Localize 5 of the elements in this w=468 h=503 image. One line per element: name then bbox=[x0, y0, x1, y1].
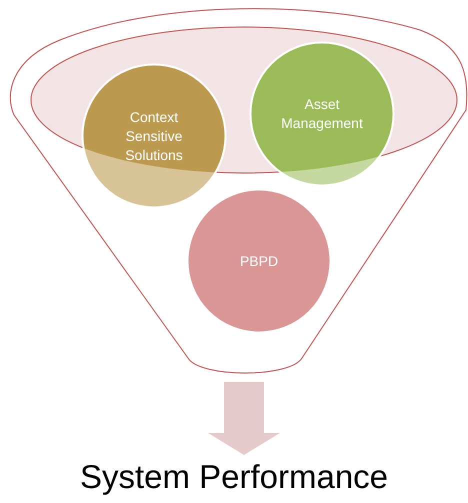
block-arrow bbox=[208, 382, 280, 455]
circle-label: Context Sensitive Solutions bbox=[124, 108, 184, 164]
circle-label: Asset Management bbox=[280, 95, 364, 133]
output-label: System Performance bbox=[80, 457, 388, 497]
circle-label: PBPD bbox=[240, 252, 278, 270]
